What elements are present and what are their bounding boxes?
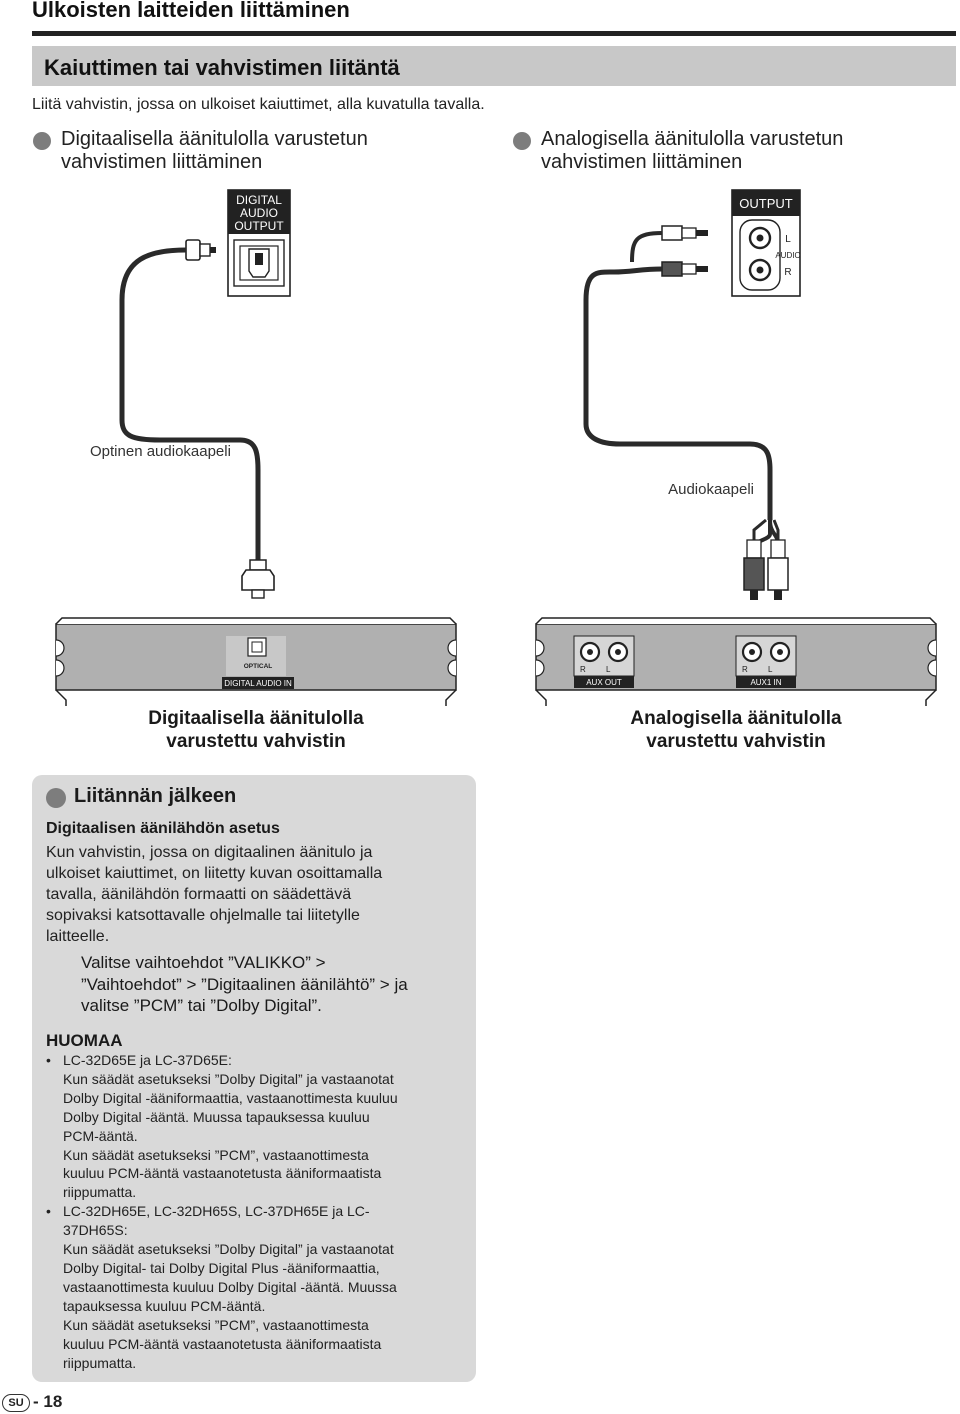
analog-heading: Analogisella äänitulolla varustetun vahv…: [541, 128, 843, 174]
tv-digital-port-label-1: DIGITAL: [236, 193, 282, 207]
section-title: Kaiuttimen tai vahvistimen liitäntä: [44, 55, 400, 80]
note-item: • LC-32DH65E, LC-32DH65S, LC-37DH65E ja …: [46, 1202, 466, 1372]
setup-line: ulkoiset kaiuttimet, on liitetty kuvan o…: [46, 865, 383, 882]
rca-plug-red-top: [661, 261, 708, 277]
audio-cable: [583, 266, 773, 520]
note-line: riippumatta.: [63, 1184, 137, 1201]
note-list: • LC-32D65E ja LC-37D65E: Kun säädät ase…: [46, 1051, 466, 1372]
language-badge: SU: [2, 1394, 30, 1412]
menu-instruction: Valitse vaihtoehdot ”VALIKKO” > ”Vaihtoe…: [81, 952, 471, 1017]
tv-digital-port-label-2: AUDIO: [240, 206, 278, 220]
after-connection-box: [32, 775, 476, 1382]
setup-body: Kun vahvistin, jossa on digitaalinen ään…: [46, 842, 446, 947]
note-item: • LC-32D65E ja LC-37D65E: Kun säädät ase…: [46, 1051, 466, 1202]
instruction-line: Valitse vaihtoehdot ”VALIKKO” >: [81, 953, 326, 972]
note-line: Kun säädät asetukseksi ”Dolby Digital” j…: [63, 1070, 394, 1087]
analog-bullet-dot: [513, 132, 531, 150]
page-title: Ulkoisten laitteiden liittäminen: [32, 0, 350, 22]
note-line: PCM-ääntä.: [63, 1127, 138, 1144]
rca-plug-red-bottom: [743, 539, 765, 600]
optical-cable: [119, 247, 261, 560]
digital-amplifier: [55, 617, 457, 706]
analog-amp-caption-line1: Analogisella äänitulolla: [630, 708, 842, 729]
setup-line: tavalla, äänilähdön formaatti on säädett…: [46, 886, 352, 903]
after-bullet-dot: [46, 788, 66, 808]
note-line: Kun säädät asetukseksi ”Dolby Digital” j…: [63, 1241, 394, 1258]
note-line: LC-32DH65E, LC-32DH65S, LC-37DH65E ja LC…: [63, 1203, 370, 1220]
instruction-line: valitse ”PCM” tai ”Dolby Digital”.: [81, 996, 322, 1015]
amp-aux1-in-label: AUX1 IN: [750, 678, 781, 687]
amp-aux1-in-r: R: [742, 665, 748, 674]
amp-aux-out-label: AUX OUT: [586, 678, 622, 687]
note-line: kuuluu PCM-ääntä vastaanotetusta äänifor…: [63, 1335, 382, 1352]
tv-digital-port-label-3: OUTPUT: [234, 219, 284, 233]
page-number: - 18: [33, 1392, 63, 1411]
note-line: Dolby Digital -ääntä. Muussa tapauksessa…: [63, 1108, 370, 1125]
amp-aux-out-r: R: [580, 665, 586, 674]
note-line: 37DH65S:: [63, 1222, 128, 1239]
note-line: kuuluu PCM-ääntä vastaanotetusta äänifor…: [63, 1165, 382, 1182]
setup-line: Kun vahvistin, jossa on digitaalinen ään…: [46, 844, 373, 861]
tv-digital-audio-output-port: [227, 189, 291, 297]
digital-amp-caption-line1: Digitaalisella äänitulolla: [148, 708, 364, 729]
optical-cable-label: Optinen audiokaapeli: [90, 443, 231, 460]
tv-analog-output-label: OUTPUT: [739, 196, 793, 211]
bullet-glyph: •: [46, 1203, 51, 1220]
audio-cable-branch-white: [630, 231, 663, 263]
amp-optical-label: OPTICAL: [244, 663, 273, 670]
rca-plug-white-top: [661, 225, 708, 241]
analog-heading-line1: Analogisella äänitulolla varustetun: [541, 128, 844, 150]
setup-title: Digitaalisen äänilähdön asetus: [46, 820, 280, 837]
amp-digital-audio-in-label: DIGITAL AUDIO IN: [224, 679, 292, 688]
tv-analog-output-port: [731, 189, 801, 297]
analog-amp-caption: Analogisella äänitulolla varustettu vahv…: [586, 707, 886, 753]
title-rule: [32, 31, 956, 36]
setup-line: sopivaksi katsottavalle ohjelmalle tai l…: [46, 907, 360, 924]
section-bar: [32, 46, 956, 86]
rca-plug-white-bottom: [767, 539, 789, 600]
note-line: Dolby Digital -ääniformaattia, vastaanot…: [63, 1089, 398, 1106]
after-title: Liitännän jälkeen: [74, 785, 237, 807]
note-line: riippumatta.: [63, 1354, 137, 1371]
tv-audio-l-label: L: [785, 234, 791, 245]
note-line: tapauksessa kuuluu PCM-ääntä.: [63, 1297, 266, 1314]
digital-heading: Digitaalisella äänitulolla varustetun va…: [61, 128, 368, 174]
digital-heading-line1: Digitaalisella äänitulolla varustetun: [61, 128, 368, 150]
instruction-line: ”Vaihtoehdot” > ”Digitaalinen äänilähtö”…: [81, 974, 408, 994]
digital-bullet-dot: [33, 132, 51, 150]
analog-amp-caption-line2: varustettu vahvistin: [646, 731, 826, 752]
audio-cable-label: Audiokaapeli: [668, 481, 754, 498]
digital-heading-line2: vahvistimen liittäminen: [61, 151, 263, 173]
analog-amplifier: [535, 617, 937, 706]
note-line: LC-32D65E ja LC-37D65E:: [63, 1052, 232, 1068]
setup-line: laitteelle.: [46, 928, 110, 945]
note-line: Dolby Digital- tai Dolby Digital Plus -ä…: [63, 1259, 380, 1276]
note-line: Kun säädät asetukseksi ”PCM”, vastaanott…: [63, 1316, 369, 1333]
analog-heading-line2: vahvistimen liittäminen: [541, 151, 743, 173]
note-line: Kun säädät asetukseksi ”PCM”, vastaanott…: [63, 1146, 369, 1163]
connection-diagram: DIGITAL AUDIO OUTPUT Optinen audiokaapel…: [55, 189, 937, 706]
note-line: vastaanottimesta kuuluu Dolby Digital -ä…: [63, 1278, 397, 1295]
optical-plug-top: [185, 239, 216, 261]
amp-aux-out-l: L: [606, 665, 611, 674]
bullet-glyph: •: [46, 1052, 51, 1068]
intro-text: Liitä vahvistin, jossa on ulkoiset kaiut…: [32, 96, 485, 113]
digital-amp-caption: Digitaalisella äänitulolla varustettu va…: [106, 707, 406, 753]
amp-aux1-in-l: L: [768, 665, 773, 674]
tv-audio-r-label: R: [784, 267, 791, 278]
tv-audio-label: AUDIO: [775, 251, 800, 260]
digital-amp-caption-line2: varustettu vahvistin: [166, 731, 346, 752]
optical-plug-bottom: [241, 559, 275, 599]
note-title: HUOMAA: [46, 1031, 123, 1050]
